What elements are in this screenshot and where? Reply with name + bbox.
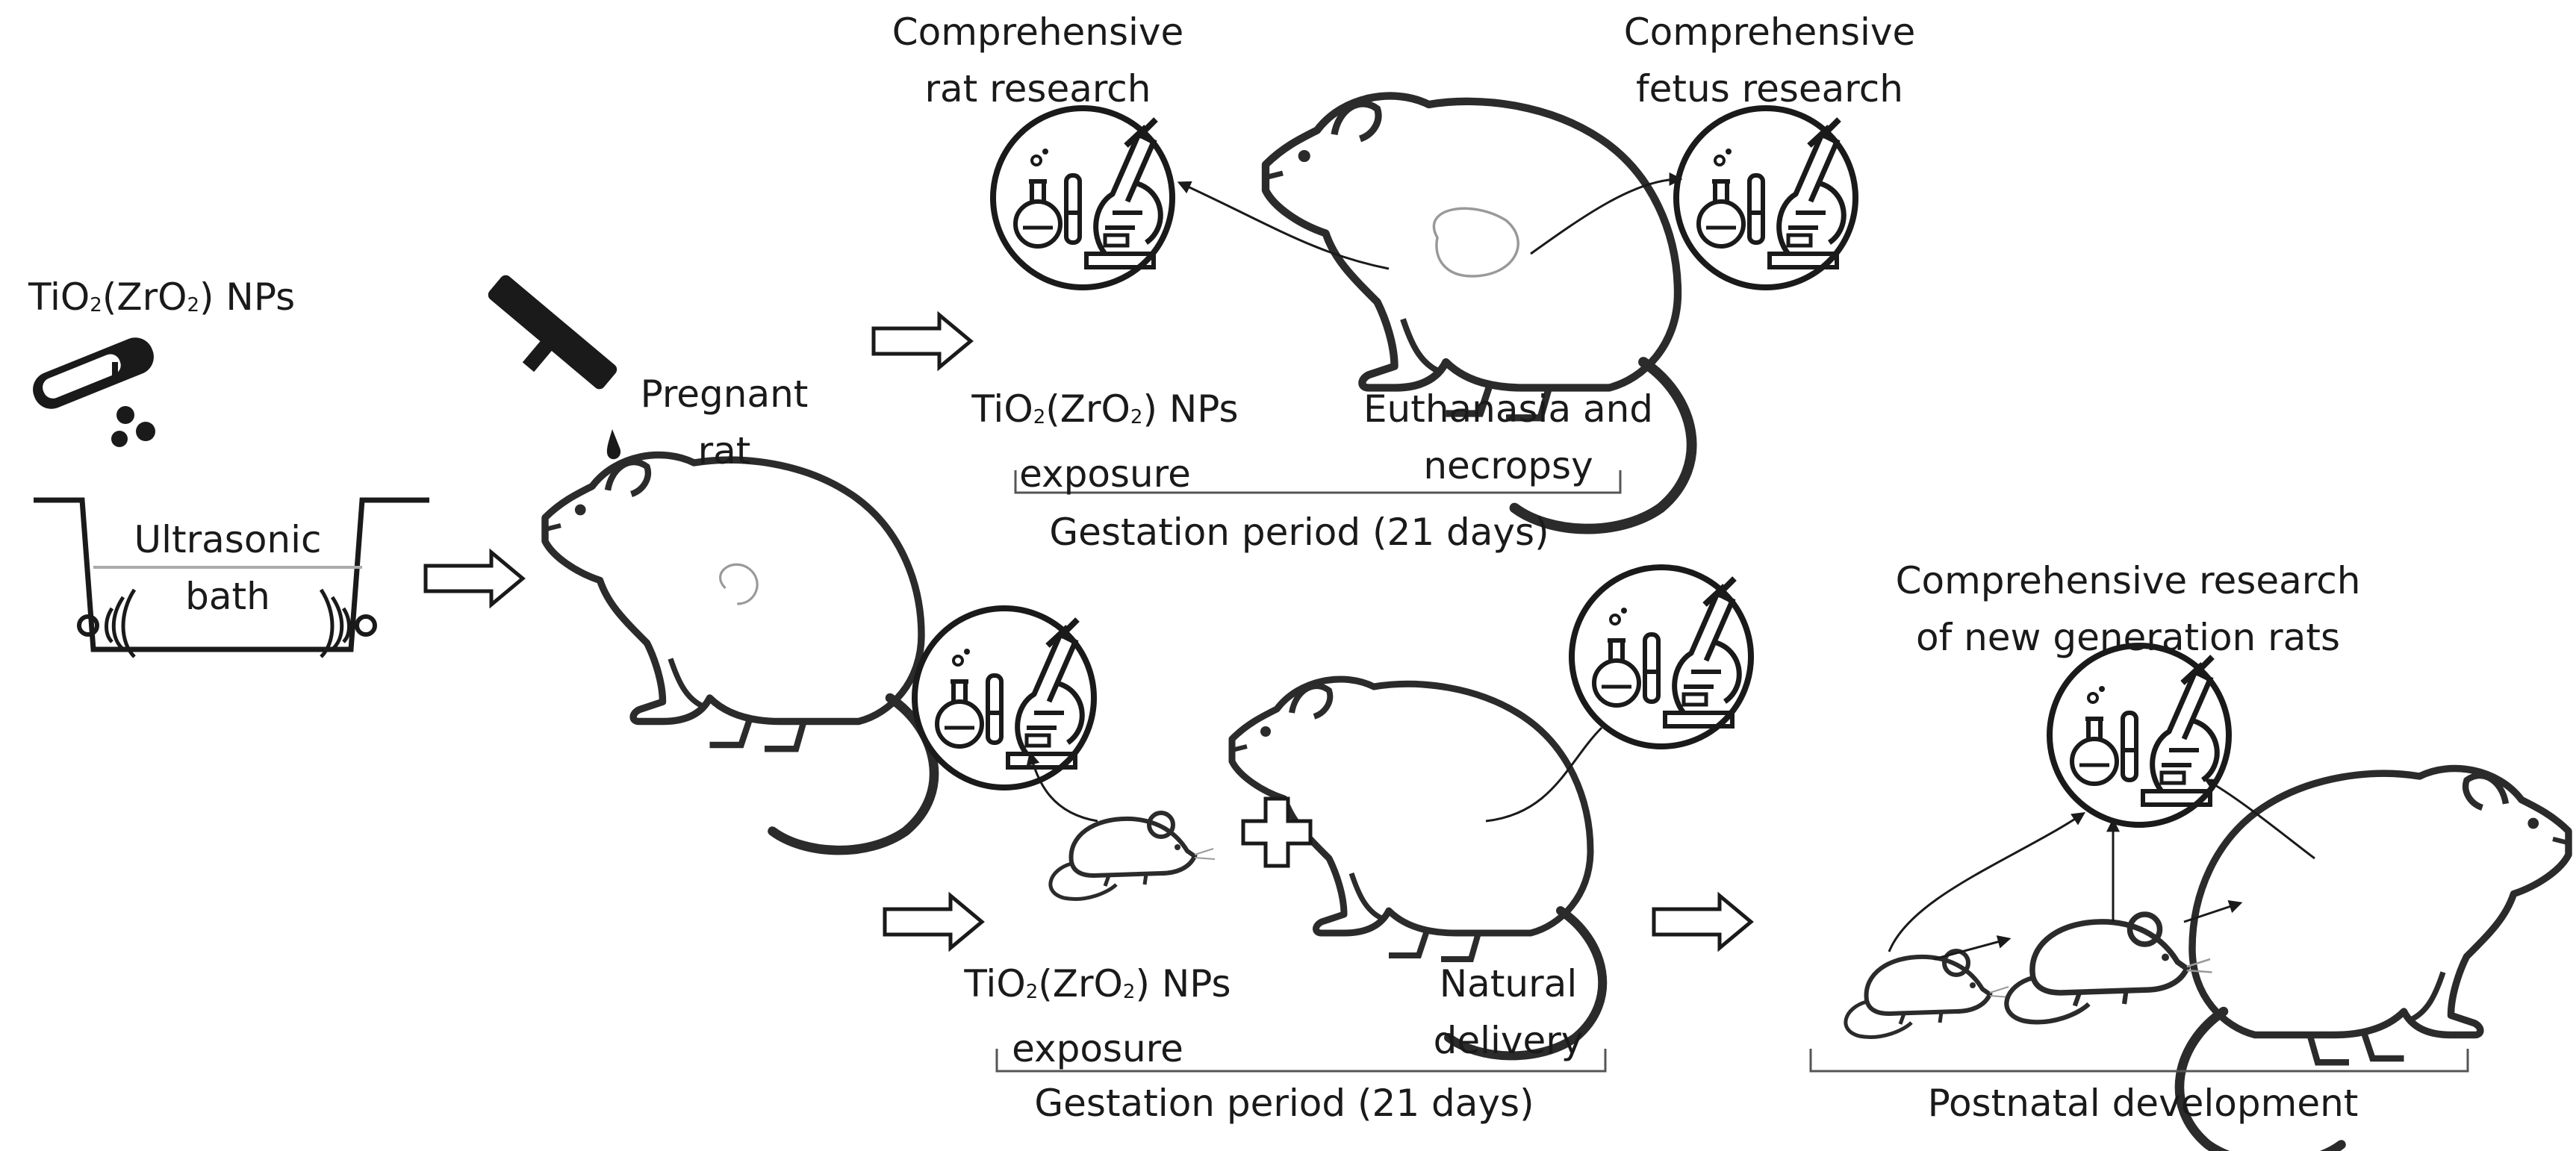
exposure-bottom-label: TiO2(ZrO2) NPs exposure [964,962,1231,1070]
arrow-right-icon [874,315,971,367]
dropper-icon [488,275,621,460]
gestation-top-label: Gestation period (21 days) [1049,511,1549,554]
natural-delivery-label: Natural delivery [1433,962,1584,1062]
pregnant-rat-label: Pregnant rat [640,372,809,472]
fetus-research-label: Comprehensive fetus research [1623,10,1916,110]
new-gen-research-label: Comprehensive research of new generation… [1895,559,2361,659]
rat-icon [1266,96,1692,529]
bracket-lines [995,470,2469,1073]
mouse-icon [1051,813,1215,899]
exposure-top-label: TiO2(ZrO2) NPs exposure [971,387,1239,496]
arrow-right-icon [1654,896,1751,948]
postnatal-label: Postnatal development [1927,1082,2359,1125]
euthanasia-label: Euthanasia and necropsy [1363,387,1654,487]
connector-lines [1026,172,2315,961]
test-tube-icon [33,337,155,447]
nps-title: TiO2(ZrO2) NPs [28,275,296,319]
arrow-right-icon [885,896,982,948]
mouse-icon [2006,914,2212,1022]
lab-microscope-icon [993,108,1172,287]
arrow-right-icon [426,552,523,605]
ultrasonic-bath-label: Ultrasonic bath [134,518,322,618]
lab-microscope-icon [915,608,1094,787]
ultrasonic-bath-icon [34,497,429,658]
lab-microscope-icon [1572,567,1751,746]
plus-icon [1241,796,1313,868]
rat-research-label: Comprehensive rat research [892,10,1184,110]
gestation-bottom-label: Gestation period (21 days) [1034,1082,1534,1125]
lab-microscope-icon [1676,108,1855,287]
lab-microscope-icon [2050,646,2229,825]
rat-icon [545,455,934,851]
mouse-icon [1846,951,2010,1037]
